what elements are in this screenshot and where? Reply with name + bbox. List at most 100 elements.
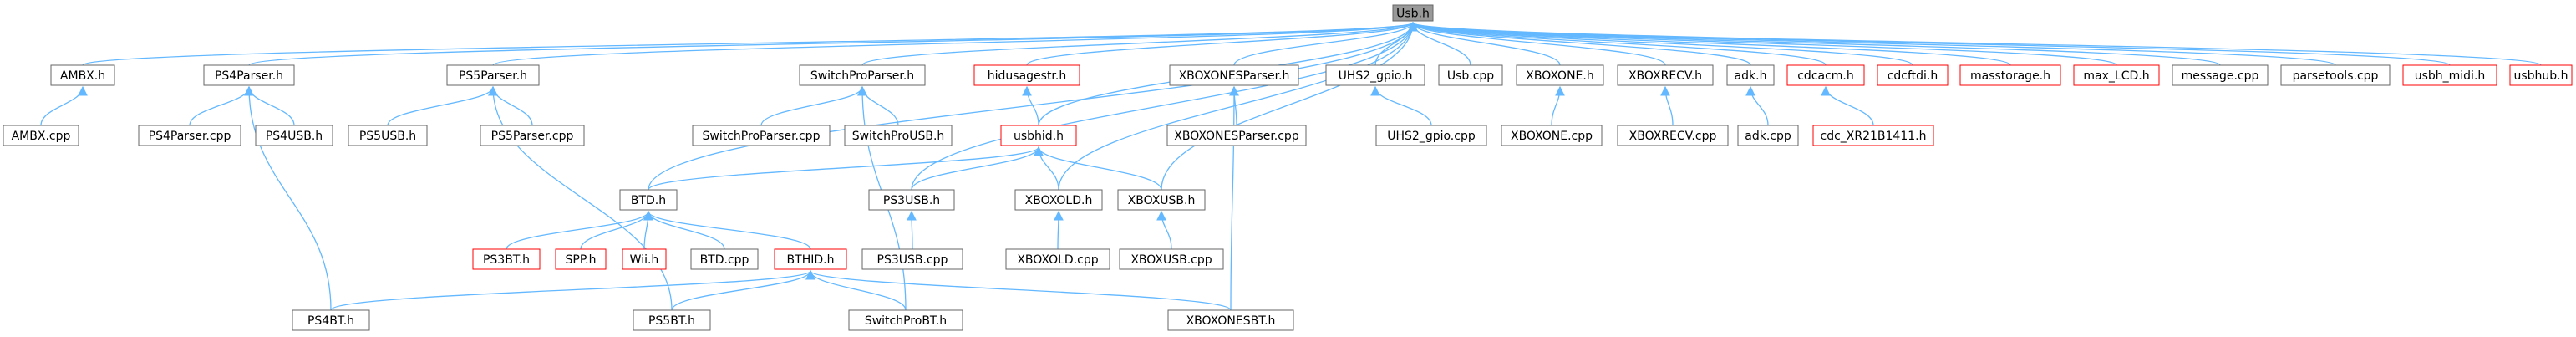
- node-box: [1166, 125, 1307, 146]
- edge-hidusagestr_h-to-usb_h: [1026, 21, 1418, 66]
- node-usbhub-h[interactable]: usbhub.h: [2509, 64, 2573, 86]
- node-ps5parser-cpp[interactable]: PS5Parser.cpp: [480, 125, 585, 146]
- node-ps3bt-h[interactable]: PS3BT.h: [472, 248, 541, 270]
- node-xboxusb-cpp[interactable]: XBOXUSB.cpp: [1119, 248, 1224, 270]
- node-xboxold-h[interactable]: XBOXOLD.h: [1014, 189, 1103, 211]
- node-adk-cpp[interactable]: adk.cpp: [1737, 125, 1799, 146]
- node-ambx-h[interactable]: AMBX.h: [50, 64, 115, 86]
- node-message-cpp[interactable]: message.cpp: [2172, 64, 2269, 86]
- node-label: SwitchProParser.h: [810, 69, 914, 83]
- node-uhs2-gpio-cpp[interactable]: UHS2_gpio.cpp: [1375, 125, 1487, 146]
- edge-switchprobt_h-to-bthid_h: [805, 269, 907, 311]
- node-box: [2509, 64, 2573, 86]
- node-xboxonesparser-cpp[interactable]: XBOXONESParser.cpp: [1166, 125, 1307, 146]
- node-box: [1501, 125, 1603, 146]
- node-box: [1959, 64, 2061, 86]
- node-parsetools-cpp[interactable]: parsetools.cpp: [2280, 64, 2391, 86]
- node-max-lcd-h[interactable]: max_LCD.h: [2073, 64, 2160, 86]
- node-bthid-h[interactable]: BTHID.h: [774, 248, 847, 270]
- edge-xboxrecv_cpp-to-xboxrecv_h: [1660, 85, 1674, 126]
- node-ps4bt-h[interactable]: PS4BT.h: [292, 309, 370, 331]
- node-ps5usb-h[interactable]: PS5USB.h: [348, 125, 428, 146]
- node-spp-h[interactable]: SPP.h: [555, 248, 607, 270]
- edge-ps3usb_h-to-usbhid_h: [911, 146, 1044, 191]
- node-label: XBOXONESParser.cpp: [1174, 130, 1299, 143]
- node-ps4parser-cpp[interactable]: PS4Parser.cpp: [138, 125, 241, 146]
- edge-xboxusb_h-to-usbhid_h: [1034, 146, 1162, 191]
- node-xboxrecv-h[interactable]: XBOXRECV.h: [1617, 64, 1714, 86]
- node-label: usbhub.h: [2513, 69, 2568, 83]
- edge-switchproparser_cpp-to-switchproparser_h: [760, 85, 867, 126]
- node-switchproparser-h[interactable]: SwitchProParser.h: [799, 64, 926, 86]
- node-box: [1167, 309, 1294, 331]
- node-ps3usb-cpp[interactable]: PS3USB.cpp: [861, 248, 963, 270]
- node-box: [1117, 189, 1206, 211]
- node-xboxusb-h[interactable]: XBOXUSB.h: [1117, 189, 1206, 211]
- edge-message_cpp-to-usb_h: [1408, 21, 2221, 66]
- edge-ambx_cpp-to-ambx_h: [40, 85, 88, 126]
- node-box: [50, 64, 115, 86]
- node-ps4usb-h[interactable]: PS4USB.h: [255, 125, 333, 146]
- node-label: SwitchProBT.h: [865, 314, 947, 328]
- node-usbh-midi-h[interactable]: usbh_midi.h: [2402, 64, 2497, 86]
- node-xboxold-cpp[interactable]: XBOXOLD.cpp: [1005, 248, 1110, 270]
- node-box: [2402, 64, 2497, 86]
- node-switchprobt-h[interactable]: SwitchProBT.h: [848, 309, 963, 331]
- node-ps5bt-h[interactable]: PS5BT.h: [633, 309, 711, 331]
- node-cdcacm-h[interactable]: cdcacm.h: [1786, 64, 1865, 86]
- edge-switchprousb_h-to-switchproparser_h: [857, 85, 899, 126]
- node-xboxone-cpp[interactable]: XBOXONE.cpp: [1501, 125, 1603, 146]
- node-ambx-cpp[interactable]: AMBX.cpp: [3, 125, 79, 146]
- node-btd-cpp[interactable]: BTD.cpp: [690, 248, 759, 270]
- node-usbhid-h[interactable]: usbhid.h: [1000, 125, 1077, 146]
- node-usb-h[interactable]: Usb.h: [1392, 4, 1434, 22]
- node-switchproparser-cpp[interactable]: SwitchProParser.cpp: [692, 125, 831, 146]
- node-btd-h[interactable]: BTD.h: [619, 189, 678, 211]
- node-cdcftdi-h[interactable]: cdcftdi.h: [1877, 64, 1949, 86]
- edge-ps5parser_h-to-usb_h: [492, 21, 1418, 66]
- edge-cdc_xr21b1411_h-to-cdcacm_h: [1821, 85, 1874, 126]
- node-ps3usb-h[interactable]: PS3USB.h: [868, 189, 955, 211]
- node-label: XBOXONESBT.h: [1186, 314, 1276, 328]
- node-label: usbhid.h: [1014, 130, 1064, 143]
- edge-bthid_h-to-btd_h: [643, 210, 811, 250]
- node-label: cdc_XR21B1411.h: [1821, 130, 1927, 143]
- edge-btd_h-to-usbhid_h: [648, 146, 1044, 191]
- node-box: [690, 248, 759, 270]
- node-box: [2073, 64, 2160, 86]
- edge-masstorage_h-to-usb_h: [1408, 21, 2011, 66]
- node-label: PS4Parser.h: [215, 69, 283, 83]
- node-label: PS3USB.cpp: [877, 253, 948, 267]
- node-masstorage-h[interactable]: masstorage.h: [1959, 64, 2061, 86]
- edge-btd_h-to-usb_h: [648, 21, 1418, 191]
- edge-cdcftdi_h-to-usb_h: [1408, 21, 1913, 66]
- edge-cdcacm_h-to-usb_h: [1408, 21, 1827, 66]
- node-hidusagestr-h[interactable]: hidusagestr.h: [973, 64, 1080, 86]
- node-box: [1392, 4, 1434, 22]
- node-xboxonesparser-h[interactable]: XBOXONESParser.h: [1169, 64, 1299, 86]
- node-adk-h[interactable]: adk.h: [1726, 64, 1775, 86]
- node-label: UHS2_gpio.h: [1339, 69, 1413, 83]
- node-label: max_LCD.h: [2083, 69, 2149, 83]
- node-xboxone-h[interactable]: XBOXONE.h: [1516, 64, 1604, 86]
- node-ps5parser-h[interactable]: PS5Parser.h: [446, 64, 540, 86]
- node-box: [1325, 64, 1425, 86]
- node-cdc-xr21b1411-h[interactable]: cdc_XR21B1411.h: [1812, 125, 1934, 146]
- node-xboxrecv-cpp[interactable]: XBOXRECV.cpp: [1617, 125, 1729, 146]
- edge-ps5usb_h-to-ps5parser_h: [387, 85, 498, 126]
- node-label: BTD.h: [631, 194, 666, 207]
- node-usb-cpp[interactable]: Usb.cpp: [1438, 64, 1503, 86]
- node-box: [1375, 125, 1487, 146]
- node-box: [472, 248, 541, 270]
- node-xboxonesbt-h[interactable]: XBOXONESBT.h: [1167, 309, 1294, 331]
- node-ps4parser-h[interactable]: PS4Parser.h: [203, 64, 295, 86]
- node-wii-h[interactable]: Wii.h: [622, 248, 667, 270]
- edge-ps4bt_h-to-ps4parser_h: [244, 85, 332, 311]
- edge-ps4parser_cpp-to-ps4parser_h: [189, 85, 254, 126]
- node-switchprousb-h[interactable]: SwitchProUSB.h: [844, 125, 953, 146]
- edge-spp_h-to-btd_h: [580, 210, 653, 250]
- node-box: [138, 125, 241, 146]
- node-label: XBOXONESParser.h: [1179, 69, 1290, 83]
- edge-xboxonesbt_h-to-bthid_h: [805, 269, 1232, 311]
- node-uhs2-gpio-h[interactable]: UHS2_gpio.h: [1325, 64, 1425, 86]
